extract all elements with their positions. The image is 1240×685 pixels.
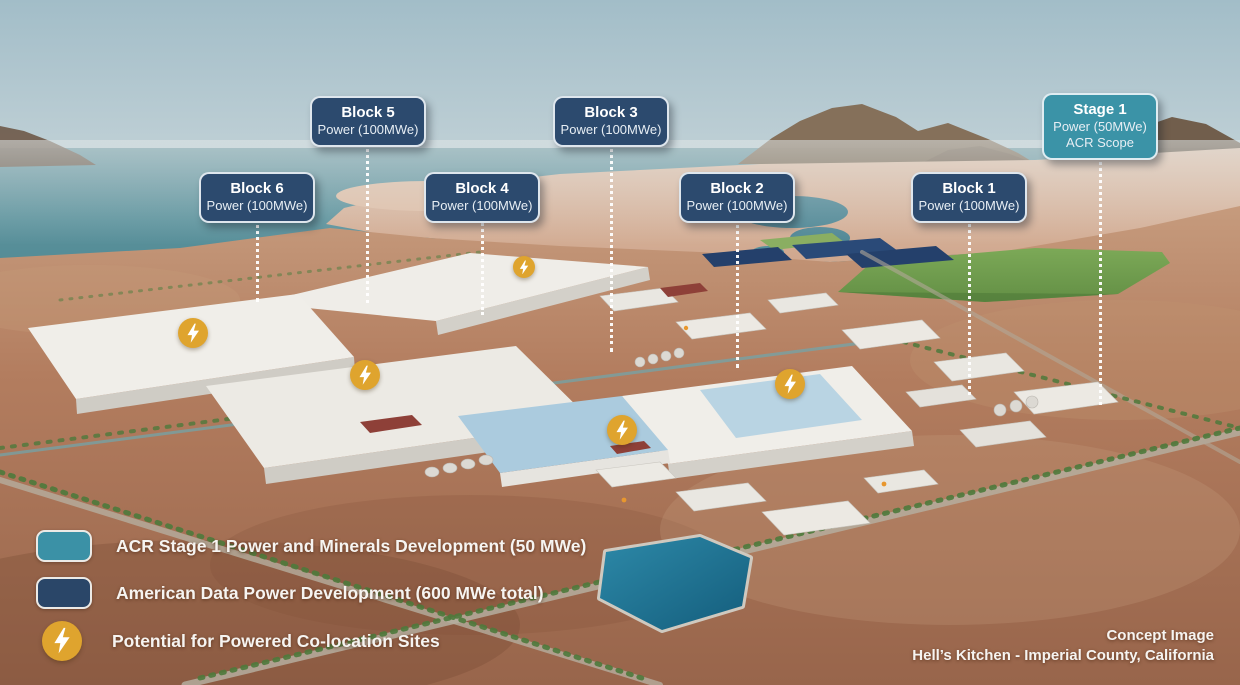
- block-subtitle: Power (100MWe): [560, 122, 662, 137]
- block-subtitle: Power (100MWe): [206, 198, 308, 213]
- block-title: Block 5: [341, 104, 395, 121]
- leader-line-block-5: [366, 142, 369, 303]
- block-title: Block 2: [710, 180, 764, 197]
- block-title: Block 4: [455, 180, 509, 197]
- leader-line-block-4: [481, 218, 484, 315]
- stage-subtitle-2: ACR Scope: [1066, 135, 1134, 150]
- teal-swatch-icon: [36, 530, 92, 562]
- storage-tanks: [424, 347, 1039, 478]
- legend-label: American Data Power Development (600 MWe…: [116, 582, 544, 603]
- legend-label: Potential for Powered Co-location Sites: [112, 630, 440, 651]
- label-block-5: Block 5 Power (100MWe): [310, 96, 426, 147]
- solar-array: [702, 238, 954, 268]
- lightning-bolt-icon: [178, 318, 208, 348]
- legend-label: ACR Stage 1 Power and Minerals Developme…: [116, 535, 587, 556]
- block-title: Block 1: [942, 180, 996, 197]
- block-subtitle: Power (100MWe): [686, 198, 788, 213]
- industrial-buildings: [595, 287, 1119, 536]
- lightning-bolt-icon: [42, 621, 82, 661]
- legend-item-colocation: Potential for Powered Co-location Sites: [36, 621, 440, 661]
- lightning-bolt-icon: [350, 360, 380, 390]
- label-block-1: Block 1 Power (100MWe): [911, 172, 1027, 223]
- label-block-4: Block 4 Power (100MWe): [424, 172, 540, 223]
- block-subtitle: Power (100MWe): [431, 198, 533, 213]
- roads: [0, 250, 1240, 685]
- legend-item-acr-stage-1: ACR Stage 1 Power and Minerals Developme…: [36, 530, 586, 562]
- pond: [597, 534, 753, 633]
- stage-subtitle: Power (50MWe): [1053, 119, 1147, 134]
- leader-line-block-1: [968, 218, 971, 395]
- lightning-bolt-icon: [775, 369, 805, 399]
- caption-line-2: Hell’s Kitchen - Imperial County, Califo…: [912, 647, 1214, 664]
- leader-line-stage-1: [1099, 150, 1102, 405]
- lightning-bolt-icon: [513, 256, 535, 278]
- leader-line-block-3: [610, 142, 613, 352]
- label-stage-1: Stage 1 Power (50MWe) ACR Scope: [1042, 93, 1158, 160]
- navy-swatch-icon: [36, 577, 92, 609]
- legend-item-data-power: American Data Power Development (600 MWe…: [36, 577, 544, 609]
- label-block-2: Block 2 Power (100MWe): [679, 172, 795, 223]
- warehouse-buildings: [28, 253, 914, 487]
- leader-line-block-2: [736, 218, 739, 368]
- caption: Concept Image Hell’s Kitchen - Imperial …: [912, 626, 1214, 666]
- leader-line-block-6: [256, 218, 259, 302]
- block-title: Block 3: [584, 104, 638, 121]
- label-block-6: Block 6 Power (100MWe): [199, 172, 315, 223]
- stage-title: Stage 1: [1073, 101, 1127, 118]
- caption-line-1: Concept Image: [1106, 627, 1214, 644]
- label-block-3: Block 3 Power (100MWe): [553, 96, 669, 147]
- block-subtitle: Power (100MWe): [317, 122, 419, 137]
- block-title: Block 6: [230, 180, 284, 197]
- lightning-bolt-icon: [607, 415, 637, 445]
- block-subtitle: Power (100MWe): [918, 198, 1020, 213]
- container-yards: [360, 283, 708, 454]
